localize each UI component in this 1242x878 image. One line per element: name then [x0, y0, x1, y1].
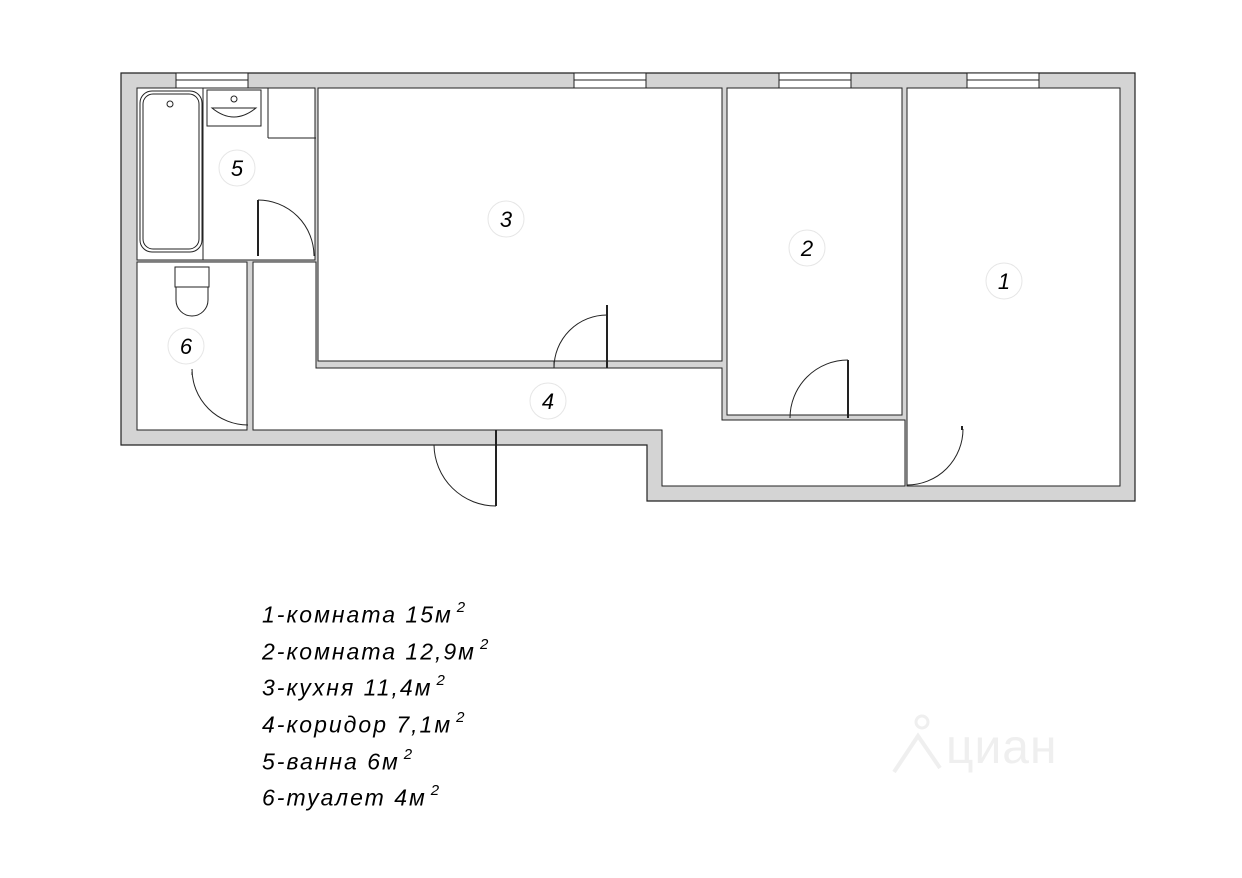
windows	[175, 72, 1040, 89]
cian-logo-icon	[892, 714, 942, 774]
room-label-3: 3	[500, 207, 513, 232]
room-marker-6: 6	[167, 327, 205, 365]
room-label-5: 5	[231, 156, 244, 181]
room-marker-3: 3	[487, 200, 525, 238]
doors	[191, 199, 964, 507]
room-label-4: 4	[542, 389, 554, 414]
toilet-icon	[174, 266, 210, 288]
room-marker-1: 1	[985, 262, 1023, 300]
floor-plan: 1 2 3 4 5 6	[120, 72, 1136, 507]
watermark-text: циан	[946, 721, 1058, 774]
room-markers: 1 2 3 4 5 6	[167, 149, 1023, 420]
room-label-1: 1	[998, 269, 1010, 294]
room-marker-5: 5	[218, 149, 256, 187]
room-marker-4: 4	[529, 382, 567, 420]
room-label-6: 6	[180, 334, 193, 359]
walls	[120, 72, 1136, 502]
room-label-2: 2	[800, 236, 813, 261]
cian-watermark: циан	[888, 712, 1093, 778]
room-marker-2: 2	[788, 229, 826, 267]
fixtures	[139, 88, 316, 317]
